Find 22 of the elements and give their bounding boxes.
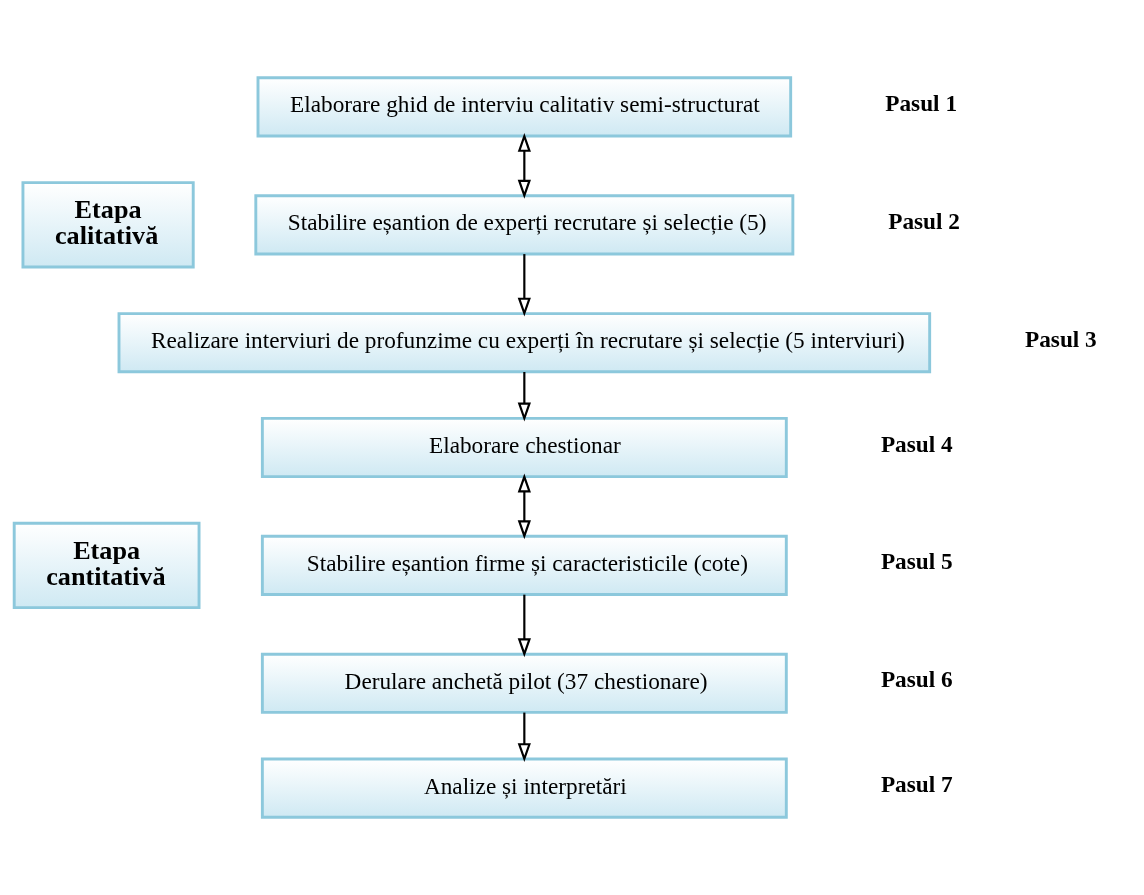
node-label: Pasul 4 (880, 430, 953, 457)
node-label: Pasul 1 (885, 90, 958, 117)
arrow (517, 473, 531, 540)
node-box: Stabilire eșantion firme și caracteristicile (cote) (260, 534, 788, 596)
node-label: Pasul 6 (880, 666, 953, 693)
node-label: Pasul 2 (888, 207, 960, 234)
node-box: Stabilire eșantion de experți recrutare și selecție (5) (254, 194, 795, 256)
node-box: Derulare anchetă pilot (37 chestionare) (260, 652, 788, 714)
node-label: Pasul 5 (880, 548, 953, 575)
arrow (517, 132, 531, 199)
arrow (517, 594, 531, 658)
node-box: Analize și interpretări (260, 757, 788, 819)
node-box: Elaborare chestionar (260, 416, 788, 479)
arrow (517, 254, 531, 317)
node-box: Realizare interviuri de profunzime cu experți în recrutare și selecție (5 interviuri) (117, 312, 932, 374)
node-label: Pasul 7 (880, 771, 953, 798)
node-box: Etapa cantitativă (12, 521, 201, 610)
arrow (517, 712, 531, 763)
arrow (517, 372, 531, 422)
node-label: Pasul 3 (1025, 325, 1097, 352)
node-box: Elaborare ghid de interviu calitativ semi-structurat (256, 76, 793, 138)
node-box: Etapa calitativă (21, 181, 195, 269)
